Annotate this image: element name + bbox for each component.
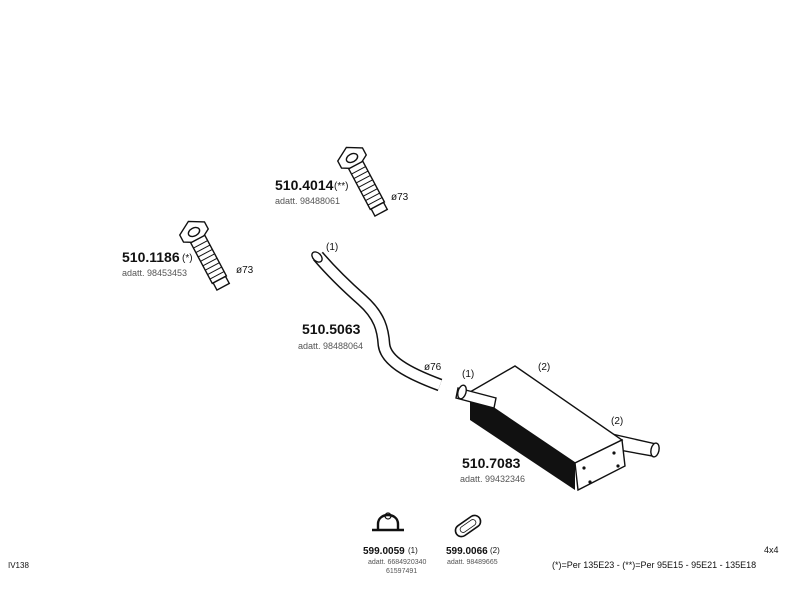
part-code: 599.0059 — [363, 546, 405, 557]
part-code: 510.4014 — [275, 177, 334, 193]
part-mark: (1) — [408, 546, 418, 555]
diameter-label: ø73 — [391, 192, 409, 203]
flange-pipe-icon — [336, 146, 389, 217]
part-mark: (*) — [182, 253, 193, 264]
adatt-label: adatt. 6684920340 — [368, 559, 426, 566]
bent-pipe-510-5063[interactable]: (1) 510.5063 adatt. 98488064 ø76 — [298, 242, 443, 392]
adatt-label: adatt. 98488064 — [298, 341, 363, 351]
part-mark: (2) — [490, 546, 500, 555]
muffler-510-7083[interactable]: (1) (2) (2) 510.7083 adatt. 99432346 — [455, 362, 660, 492]
ref-mark: (1) — [326, 242, 338, 253]
part-code: 510.5063 — [302, 321, 361, 337]
flex-pipe-510-4014[interactable]: 510.4014 (**) adatt. 98488061 ø73 — [275, 141, 409, 219]
application-notes: (*)=Per 135E23 - (**)=Per 95E15 - 95E21 … — [552, 560, 756, 570]
gasket-599-0066[interactable]: 599.0066 (2) adatt. 98489665 — [446, 513, 500, 566]
ref-mark: (1) — [462, 369, 474, 380]
bent-pipe-icon — [311, 251, 443, 392]
adatt-label: adatt. 98489665 — [447, 559, 498, 566]
variant-label: 4x4 — [764, 545, 779, 555]
part-code: 510.1186 — [122, 249, 180, 265]
part-code: 599.0066 — [446, 546, 488, 557]
clamp-599-0059[interactable]: 599.0059 (1) adatt. 6684920340 61597491 — [363, 512, 426, 575]
clamp-icon — [372, 512, 404, 532]
adatt-label: adatt. 98488061 — [275, 196, 340, 206]
muffler-icon — [455, 365, 660, 492]
adatt-label: adatt. 99432346 — [460, 474, 525, 484]
ref-mark: (2) — [611, 416, 623, 427]
part-mark: (**) — [334, 181, 348, 192]
diagram-code: IV138 — [8, 561, 29, 570]
flex-pipe-510-1186[interactable]: 510.1186 (*) adatt. 98453453 ø73 — [122, 215, 254, 293]
part-code: 510.7083 — [462, 455, 521, 471]
diameter-label: ø76 — [424, 362, 442, 373]
diameter-label: ø73 — [236, 265, 254, 276]
flange-pipe-icon — [178, 220, 231, 291]
gasket-icon — [454, 514, 482, 538]
adatt-label: adatt. 98453453 — [122, 268, 187, 278]
adatt-label: 61597491 — [386, 568, 417, 575]
ref-mark: (2) — [538, 362, 550, 373]
